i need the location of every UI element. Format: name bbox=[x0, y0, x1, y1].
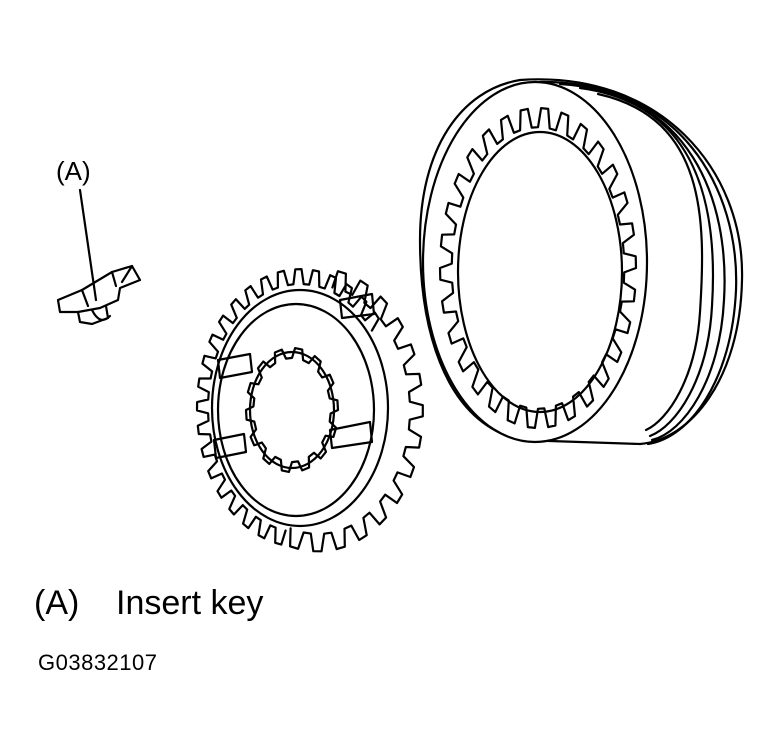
callout-label-a: (A) bbox=[56, 156, 91, 186]
synchronizer-hub-part bbox=[195, 268, 424, 553]
callout-leader-line bbox=[78, 188, 98, 302]
synchronizer-sleeve-part bbox=[418, 78, 744, 446]
figure-id: G03832107 bbox=[38, 650, 158, 675]
legend-text: Insert key bbox=[116, 584, 264, 622]
legend: (A) Insert key bbox=[34, 584, 263, 623]
insert-key-part bbox=[56, 264, 142, 326]
legend-key: (A) bbox=[34, 584, 80, 622]
